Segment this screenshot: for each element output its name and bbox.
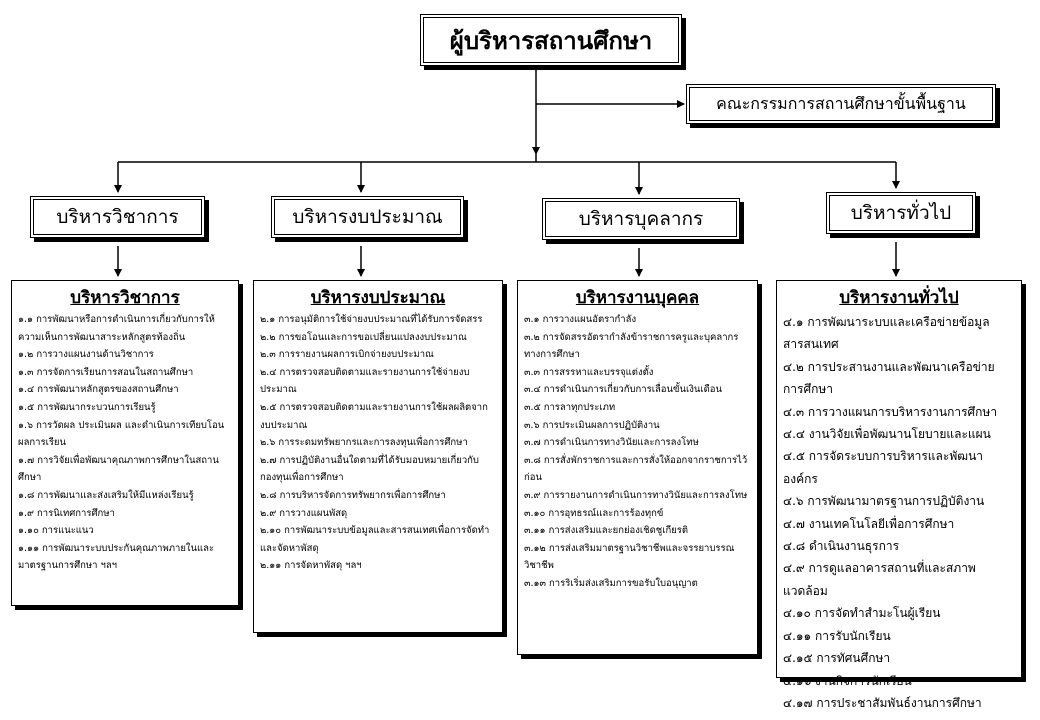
list-item: ๔.๑ การพัฒนาระบบและเครือข่ายข้อมูลสารสนเ… (783, 315, 990, 352)
list-item: ๑.๖ การวัดผล ประเมินผล และดำเนินการเทียบ… (18, 419, 225, 449)
list-item: ๑.๓ การจัดการเรียนการสอนในสถานศึกษา (18, 366, 194, 378)
list-item: ๑.๙ การนิเทศการศึกษา (18, 507, 115, 519)
dept-node-personnel: บริหารบุคลากร (542, 198, 740, 240)
list-item: ๓.๘ การสั่งพักราชการและการสั่งให้ออกจากร… (524, 454, 748, 484)
list-item: ๒.๑ การอนุมัติการใช้จ่ายงบประมาณที่ได้รั… (260, 314, 483, 325)
list-item: ๓.๑ การวางแผนอัตรากำลัง (524, 314, 637, 325)
list-item: ๓.๑๒ การส่งเสริมมาตรฐานวิชาชีพและจรรยาบร… (524, 542, 735, 572)
list-item: ๒.๔ การตรวจสอบติดตามและรายงานการใช้จ่ายง… (260, 366, 470, 396)
list-item: ๔.๓ การวางแผนการบริหารงานการศึกษา (783, 404, 998, 419)
list-item: ๒.๕ การตรวจสอบติดตามและรายงานการใช้ผลผลิ… (260, 401, 488, 431)
list-item: ๒.๑๑ การจัดหาพัสดุ ฯลฯ (260, 560, 362, 572)
list-item: ๓.๒ การจัดสรรอัตรากำลังข้าราชการครูและบุ… (524, 331, 739, 361)
list-item: ๒.๘ การบริหารจัดการทรัพยากรเพื่อการศึกษา (260, 489, 446, 501)
detail-box-academic: บริหารวิชาการ ๑.๑ การพัฒนาหรือการดำเนินก… (11, 280, 239, 606)
list-item: ๒.๖ การระดมทรัพยากรและการลงทุนเพื่อการศึ… (260, 437, 468, 449)
list-item: ๑.๗ การวิจัยเพื่อพัฒนาคุณภาพการศึกษาในสถ… (18, 454, 219, 484)
list-item: ๔.๙ การดูแลอาคารสถานที่และสภาพแวดล้อม (783, 561, 976, 598)
list-item: ๓.๑๓ การริเริ่มส่งเสริมการขอรับใบอนุญาต (524, 577, 698, 589)
list-item: ๑.๔ การพัฒนาหลักสูตรของสถานศึกษา (18, 384, 179, 396)
detail-title: บริหารวิชาการ (70, 288, 180, 308)
list-item: ๓.๓ การสรรหาและบรรจุแต่งตั้ง (524, 366, 654, 378)
list-item: ๑.๑๑ การพัฒนาระบบประกันคุณภาพภายในและมาต… (18, 542, 215, 572)
list-item: ๔.๑๕ การทัศนศึกษา (783, 651, 891, 666)
list-item: ๓.๖ การประเมินผลการปฏิบัติงาน (524, 419, 660, 431)
list-item: ๔.๖ การพัฒนามาตรฐานการปฏิบัติงาน (783, 494, 985, 509)
detail-item-list: ๓.๑ การวางแผนอัตรากำลัง ๓.๒ การจัดสรรอัต… (524, 311, 751, 593)
detail-box-general: บริหารงานทั่วไป ๔.๑ การพัฒนาระบบและเครือ… (776, 280, 1022, 710)
list-item: ๓.๔ การดำเนินการเกี่ยวกับการเลื่อนขั้นเง… (524, 384, 722, 396)
detail-box-personnel: บริหารงานบุคคล ๓.๑ การวางแผนอัตรากำลัง ๓… (517, 280, 758, 655)
committee-node-label: คณะกรรมการสถานศึกษาขั้นพื้นฐาน (716, 93, 966, 113)
root-node-label: ผู้บริหารสถานศึกษา (449, 25, 653, 55)
dept-node-label: บริหารบุคลากร (578, 208, 704, 230)
detail-item-list: ๒.๑ การอนุมัติการใช้จ่ายงบประมาณที่ได้รั… (260, 311, 496, 575)
list-item: ๓.๑๐ การอุทธรณ์และการร้องทุกข์ (524, 507, 664, 519)
dept-node-label: บริหารวิชาการ (56, 206, 179, 228)
list-item: ๒.๙ การวางแผนพัสดุ (260, 507, 348, 519)
list-item: ๔.๒ การประสานงานและพัฒนาเครือข่ายการศึกษ… (783, 359, 995, 397)
detail-title: บริหารงานบุคคล (575, 288, 700, 308)
list-item: ๒.๑๐ การพัฒนาระบบข้อมูลและสารสนเทศเพื่อก… (260, 525, 490, 554)
root-node-school-administrator: ผู้บริหารสถานศึกษา (420, 14, 682, 66)
committee-node: คณะกรรมการสถานศึกษาขั้นพื้นฐาน (686, 84, 996, 124)
list-item: ๔.๑๑ การรับนักเรียน (783, 628, 891, 643)
dept-node-label: บริหารงบประมาณ (292, 206, 443, 228)
list-item: ๔.๘ ดำเนินงานธุรการ (783, 539, 900, 554)
detail-item-list: ๔.๑ การพัฒนาระบบและเครือข่ายข้อมูลสารสนเ… (783, 311, 1015, 714)
list-item: ๔.๑๐ การจัดทำสำมะโนผู้เรียน (783, 606, 941, 621)
detail-title: บริหารงบประมาณ (310, 288, 446, 308)
list-item: ๔.๗ งานเทคโนโลยีเพื่อการศึกษา (783, 516, 955, 531)
dept-node-label: บริหารทั่วไป (850, 202, 952, 224)
list-item: ๒.๓ การรายงานผลการเบิกจ่ายงบประมาณ (260, 349, 434, 361)
list-item: ๑.๑๐ การแนะแนว (18, 525, 94, 537)
list-item: ๑.๑ การพัฒนาหรือการดำเนินการเกี่ยวกับการ… (18, 314, 215, 343)
detail-title: บริหารงานทั่วไป (839, 288, 959, 308)
list-item: ๑.๕ การพัฒนากระบวนการเรียนรู้ (18, 401, 156, 413)
dept-node-academic: บริหารวิชาการ (30, 196, 205, 238)
list-item: ๔.๔ งานวิจัยเพื่อพัฒนานโยบายและแผน (783, 427, 991, 442)
list-item: ๓.๗ การดำเนินการทางวินัยและการลงโทษ (524, 437, 699, 449)
list-item: ๓.๙ การรายงานการดำเนินการทางวินัยและการล… (524, 489, 748, 501)
list-item: ๔.๑๗ การประชาสัมพันธ์งานการศึกษา (783, 695, 982, 710)
list-item: ๔.๕ การจัดระบบการบริหารและพัฒนาองค์กร (783, 449, 984, 486)
dept-node-budget: บริหารงบประมาณ (271, 196, 464, 238)
detail-box-budget: บริหารงบประมาณ ๒.๑ การอนุมัติการใช้จ่ายง… (253, 280, 503, 633)
dept-node-general: บริหารทั่วไป (826, 192, 976, 234)
list-item: ๔.๑๖ งานกิจการนักเรียน (783, 673, 912, 688)
list-item: ๒.๒ การขอโอนและการขอเปลี่ยนแปลงงบประมาณ (260, 331, 467, 343)
list-item: ๓.๕ การลาทุกประเภท (524, 401, 616, 413)
list-item: ๑.๒ การวางแผนงานด้านวิชาการ (18, 349, 154, 361)
detail-item-list: ๑.๑ การพัฒนาหรือการดำเนินการเกี่ยวกับการ… (18, 311, 232, 575)
list-item: ๑.๘ การพัฒนาและส่งเสริมให้มีแหล่งเรียนรู… (18, 489, 194, 501)
list-item: ๒.๗ การปฏิบัติงานอื่นใดตามที่ได้รับมอบหม… (260, 454, 479, 484)
list-item: ๓.๑๑ การส่งเสริมและยกย่องเชิดชูเกียรติ (524, 525, 689, 537)
